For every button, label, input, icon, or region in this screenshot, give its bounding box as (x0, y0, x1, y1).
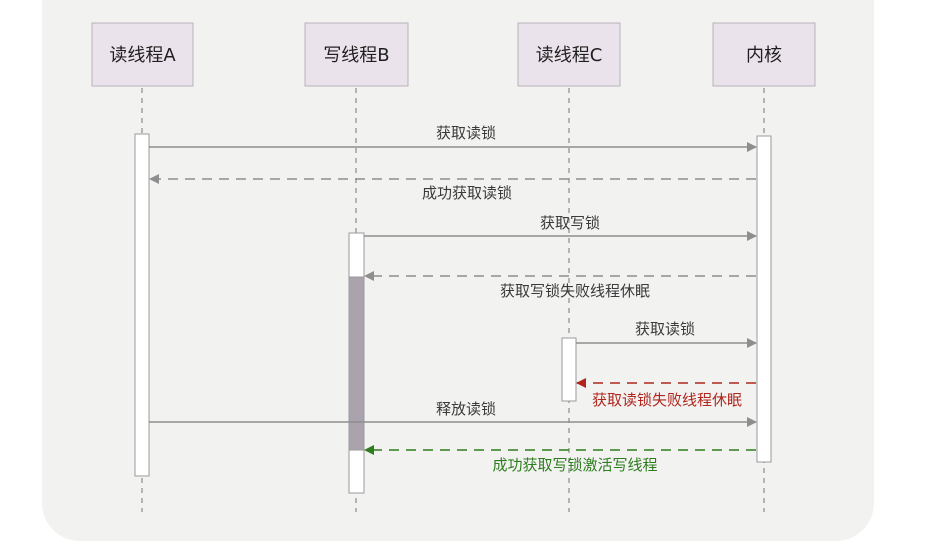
message-5-label: 获取读锁 (635, 320, 695, 338)
message-5: 获取读锁 (576, 320, 757, 348)
actor-b-label: 写线程B (323, 45, 389, 66)
actor-c: 读线程C (517, 22, 621, 87)
message-6-label: 获取读锁失败线程休眠 (592, 391, 742, 409)
message-4: 获取写锁失败线程休眠 (364, 271, 756, 300)
activation-bar-kernel (756, 135, 772, 463)
message-8: 成功获取写锁激活写线程 (364, 445, 756, 474)
diagram-background-panel (42, 0, 874, 541)
actor-kernel: 内核 (712, 22, 816, 87)
message-7: 释放读锁 (149, 400, 757, 427)
actor-b: 写线程B (304, 22, 409, 87)
activation-bar-b-sleeping (348, 276, 365, 451)
message-1-label: 获取读锁 (436, 124, 496, 142)
message-6: 获取读锁失败线程休眠 (576, 378, 756, 409)
message-8-label: 成功获取写锁激活写线程 (492, 456, 657, 474)
message-1: 获取读锁 (149, 124, 757, 152)
message-7-label: 释放读锁 (436, 400, 496, 418)
actor-a: 读线程A (91, 22, 194, 87)
activation-bar-a (134, 133, 150, 477)
actor-kernel-label: 内核 (746, 45, 782, 66)
message-2-label: 成功获取读锁 (422, 184, 512, 202)
message-3: 获取写锁 (364, 214, 757, 241)
actor-a-label: 读线程A (109, 45, 176, 66)
message-2: 成功获取读锁 (149, 174, 756, 202)
message-3-label: 获取写锁 (540, 214, 600, 232)
actor-c-label: 读线程C (536, 45, 603, 66)
activation-bar-c (561, 337, 577, 402)
message-4-label: 获取写锁失败线程休眠 (500, 282, 650, 300)
